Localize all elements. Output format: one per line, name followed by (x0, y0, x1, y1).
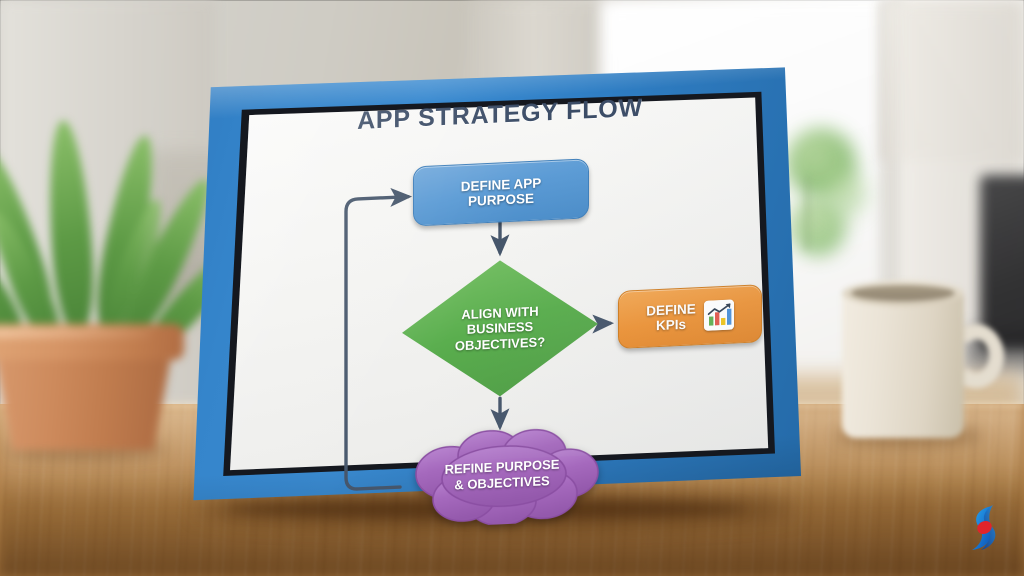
background-plant-stem (806, 176, 809, 250)
screen-glare (230, 97, 769, 471)
s-ribbon-logo (962, 500, 1008, 556)
mug-interior (851, 285, 955, 301)
coffee-mug (836, 278, 1004, 446)
background-monitor (980, 175, 1024, 350)
background-plant-foliage (824, 170, 866, 216)
pot-rim-highlight (0, 328, 152, 338)
tablet-device[interactable]: APP STRATEGY FLOW (186, 62, 806, 532)
potted-plant (0, 118, 254, 458)
mug-body (842, 288, 964, 438)
